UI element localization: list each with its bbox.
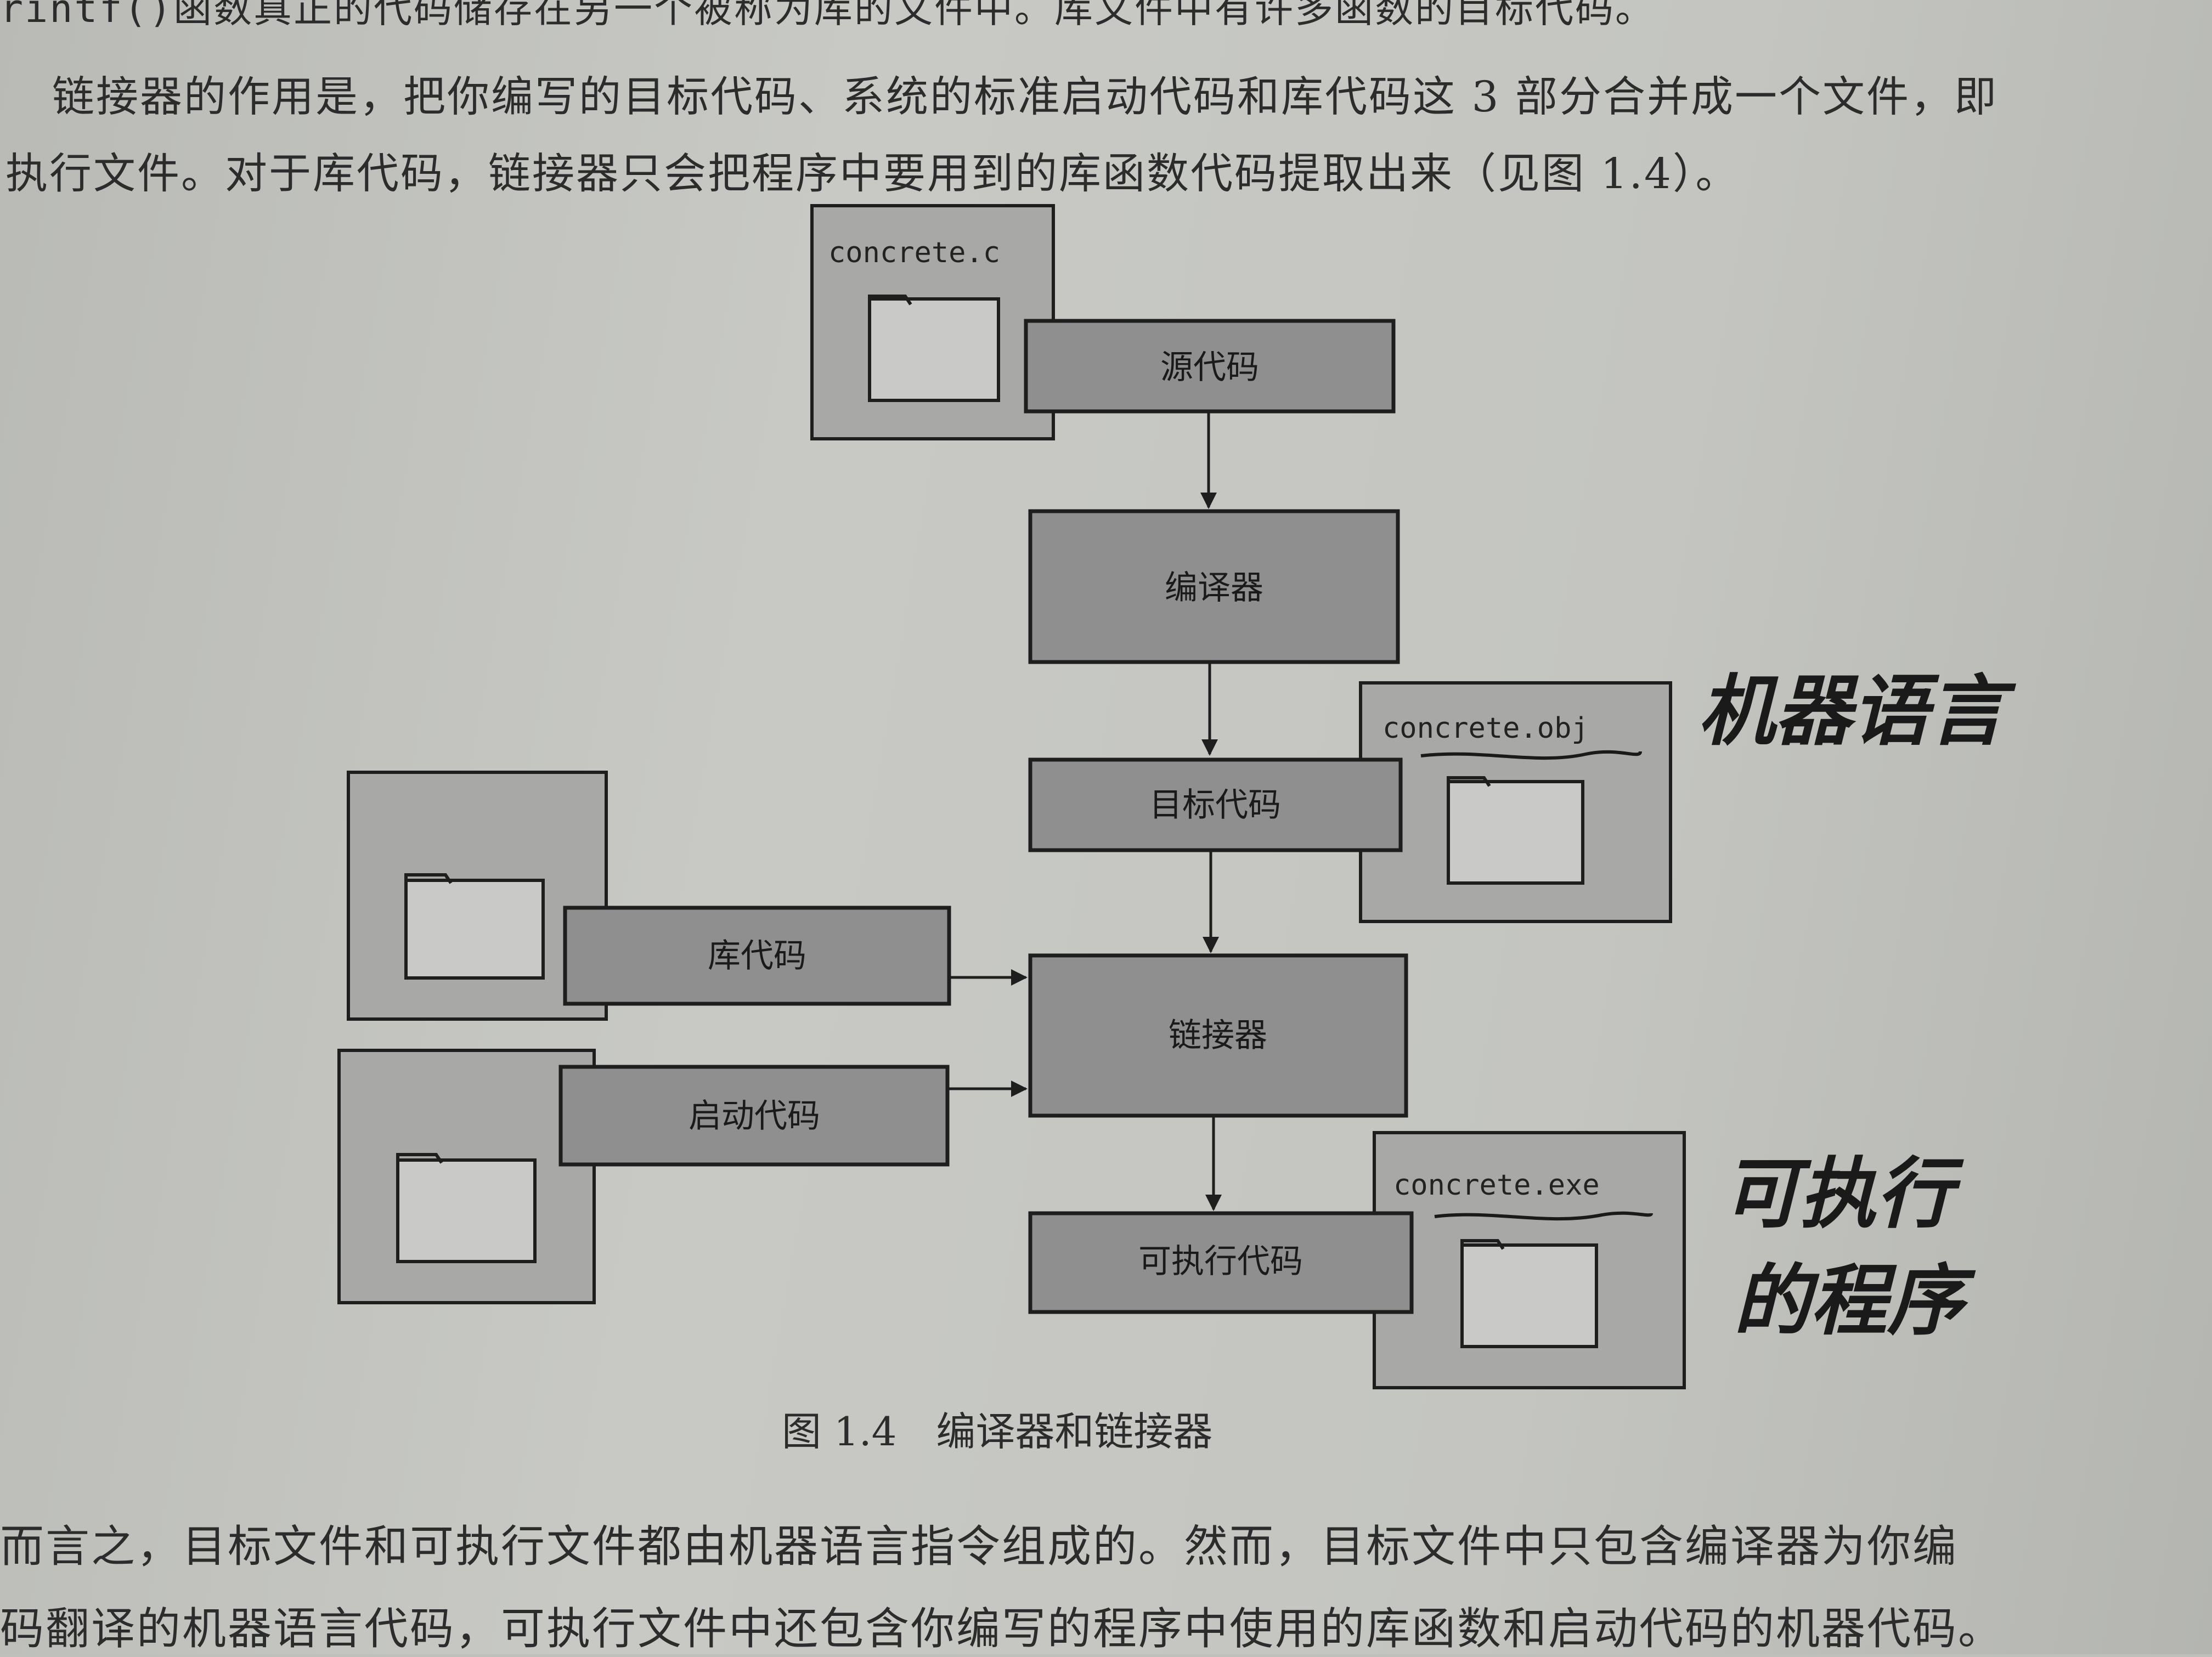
compiler-box: 编译器 bbox=[1028, 509, 1400, 664]
executable-file-panel: concrete.exe bbox=[1373, 1131, 1686, 1389]
folder-icon bbox=[1460, 1239, 1598, 1348]
folder-icon bbox=[868, 295, 1000, 402]
handwritten-note-2b: 的程序 bbox=[1734, 1256, 1976, 1346]
figure-caption: 图 1.4 编译器和链接器 bbox=[782, 1409, 1212, 1455]
source-file-name: concrete.c bbox=[828, 236, 1000, 269]
handwritten-note-executable: 可执行 的程序 bbox=[1434, 1149, 1976, 1346]
executable-code-label: 可执行代码 bbox=[1138, 1242, 1303, 1281]
paragraph-line-2: 执行文件。对于库代码，链接器只会把程序中要用到的库函数代码提取出来（见图 1.4… bbox=[5, 150, 1740, 199]
library-code-label: 库代码 bbox=[708, 937, 806, 975]
paragraph-bottom-line-1: 而言之，目标文件和可执行文件都由机器语言指令组成的。然而，目标文件中只包含编译器… bbox=[0, 1521, 1958, 1572]
linker-label: 链接器 bbox=[1169, 1016, 1267, 1055]
startup-file-panel bbox=[337, 1049, 596, 1304]
partial-text-line: rintf()函数真正的代码储存在另一个被称为库的文件中。库文件中有许多函数的目… bbox=[0, 0, 1656, 31]
library-code-box: 库代码 bbox=[563, 906, 951, 1006]
handwritten-note-machine-language: 机器语言 bbox=[1420, 666, 2017, 760]
executable-code-box: 可执行代码 bbox=[1028, 1211, 1414, 1314]
folder-icon bbox=[1447, 776, 1584, 885]
handwritten-note-2a: 可执行 bbox=[1723, 1149, 1964, 1239]
object-file-panel: concrete.obj bbox=[1359, 681, 1672, 923]
source-file-panel: concrete.c bbox=[810, 204, 1055, 440]
folder-icon bbox=[404, 873, 545, 980]
linker-box: 链接器 bbox=[1028, 953, 1408, 1118]
folder-icon bbox=[396, 1153, 537, 1263]
source-code-label: 源代码 bbox=[1160, 348, 1259, 387]
startup-code-box: 启动代码 bbox=[558, 1065, 950, 1167]
source-code-box: 源代码 bbox=[1024, 319, 1396, 414]
object-file-name: concrete.obj bbox=[1383, 712, 1589, 745]
handwritten-note-1: 机器语言 bbox=[1698, 666, 2017, 756]
compiler-label: 编译器 bbox=[1165, 569, 1263, 607]
object-code-label: 目标代码 bbox=[1149, 786, 1281, 824]
startup-code-label: 启动代码 bbox=[689, 1097, 820, 1135]
object-code-box: 目标代码 bbox=[1028, 757, 1403, 852]
paragraph-line-1: 链接器的作用是，把你编写的目标代码、系统的标准启动代码和库代码这 3 部分合并成… bbox=[52, 73, 1998, 122]
paragraph-bottom-line-2: 码翻译的机器语言代码，可执行文件中还包含你编写的程序中使用的库函数和启动代码的机… bbox=[0, 1603, 2004, 1654]
executable-file-name: concrete.exe bbox=[1393, 1169, 1600, 1202]
